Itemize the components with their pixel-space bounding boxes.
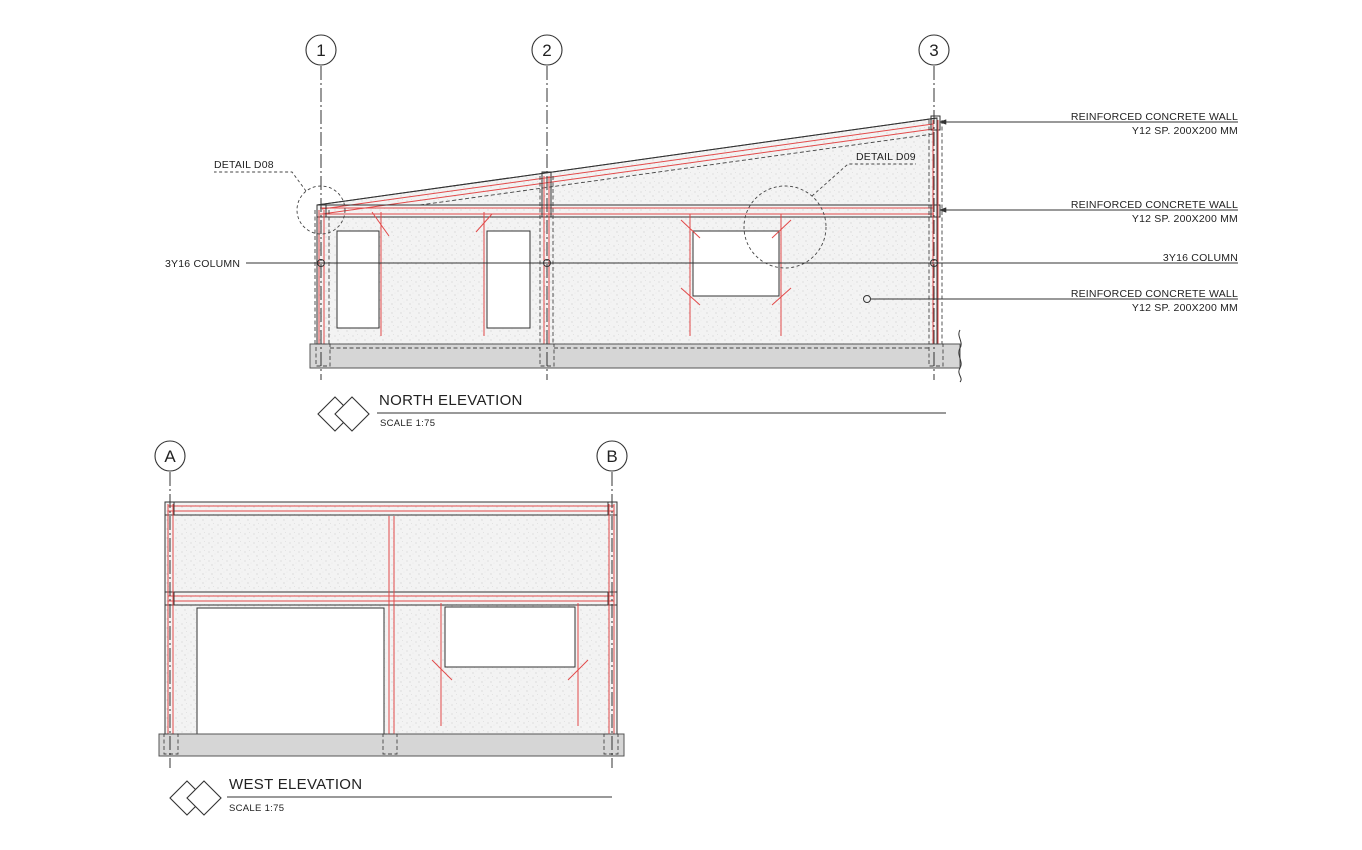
north-door-2 xyxy=(486,230,531,329)
detail-d09-label: DETAIL D09 xyxy=(856,151,916,163)
north-wall-body xyxy=(316,117,938,345)
wall-mid-line2: Y12 SP. 200X200 MM xyxy=(1132,213,1238,225)
column-label-right: 3Y16 COLUMN xyxy=(1163,252,1238,264)
grid-label-2: 2 xyxy=(542,41,551,60)
west-title: WEST ELEVATION xyxy=(229,776,362,793)
west-scale: SCALE 1:75 xyxy=(229,803,284,814)
west-door xyxy=(196,607,385,735)
wall-top-line2: Y12 SP. 200X200 MM xyxy=(1132,125,1238,137)
west-foundation-slab xyxy=(158,733,625,757)
north-door-1 xyxy=(336,230,380,329)
detail-d08-circle xyxy=(296,185,346,235)
wall-body-line1: REINFORCED CONCRETE WALL xyxy=(1071,288,1238,300)
grid-label-a: A xyxy=(164,447,176,466)
west-elevation: A B WEST ELEVATION SCALE 1:75 xyxy=(154,440,628,816)
grid-bubble-2: 2 xyxy=(531,34,563,66)
grid-label-b: B xyxy=(606,447,617,466)
wall-mid-line1: REINFORCED CONCRETE WALL xyxy=(1071,199,1238,211)
west-title-symbol xyxy=(169,780,222,816)
grid-bubble-b: B xyxy=(596,440,628,472)
detail-d09-circle xyxy=(743,185,827,269)
north-elevation: 1 2 3 DETAIL D08 DETAIL D09 3Y16 COLUMN … xyxy=(165,34,1238,432)
detail-d08-label: DETAIL D08 xyxy=(214,159,274,171)
north-scale: SCALE 1:75 xyxy=(380,418,435,429)
wall-body-line2: Y12 SP. 200X200 MM xyxy=(1132,302,1238,314)
grid-label-1: 1 xyxy=(316,41,325,60)
west-window xyxy=(444,606,576,668)
grid-label-3: 3 xyxy=(929,41,938,60)
column-label-left: 3Y16 COLUMN xyxy=(165,258,240,270)
north-window xyxy=(692,230,780,297)
grid-bubble-1: 1 xyxy=(305,34,337,66)
wall-top-line1: REINFORCED CONCRETE WALL xyxy=(1071,111,1238,123)
north-title: NORTH ELEVATION xyxy=(379,392,523,409)
north-title-symbol xyxy=(317,396,370,432)
grid-bubble-3: 3 xyxy=(918,34,950,66)
grid-bubble-a: A xyxy=(154,440,186,472)
